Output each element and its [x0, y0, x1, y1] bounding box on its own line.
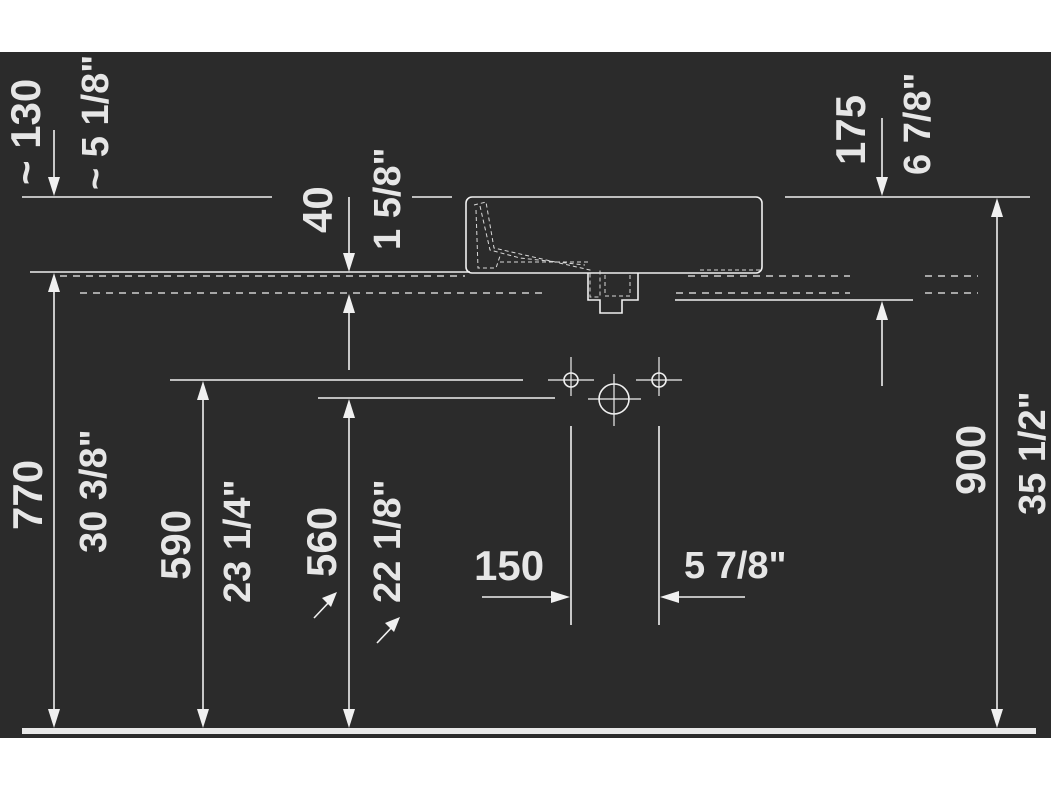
label-130-in: ~ 5 1/8" [75, 55, 117, 190]
washbasin-outline [465, 196, 763, 314]
label-770-in: 30 3/8" [73, 429, 115, 553]
dim-560-line [343, 399, 355, 728]
drawing-background [0, 52, 1051, 738]
label-150-in: 5 7/8" [684, 545, 787, 587]
label-900-in: 35 1/2" [1012, 391, 1051, 515]
dim-150-arrows [482, 591, 745, 603]
countertop-dashed-lines [30, 271, 978, 301]
pointer-arrows [313, 592, 400, 644]
tap-symbols [548, 357, 682, 426]
label-770-mm: 770 [4, 460, 51, 530]
floor-line [22, 728, 1036, 734]
label-900-mm: 900 [947, 425, 994, 495]
label-40-in: 1 5/8" [367, 147, 409, 250]
dim-130-line [48, 130, 60, 196]
label-175-mm: 175 [827, 95, 874, 165]
dim-40-line [343, 197, 355, 370]
label-175-in: 6 7/8" [897, 72, 939, 175]
dim-900-line [991, 198, 1003, 728]
dim-175-line [876, 118, 888, 386]
label-590-mm: 590 [152, 510, 199, 580]
label-560-in: 22 1/8" [367, 479, 409, 603]
label-560-mm: 560 [298, 507, 345, 577]
label-130-mm: ~ 130 [2, 79, 49, 185]
label-40-mm: 40 [294, 186, 341, 233]
label-150-mm: 150 [474, 542, 544, 589]
label-590-in: 23 1/4" [217, 479, 259, 603]
dim-590-line [197, 381, 209, 728]
dim-770-line [48, 273, 60, 728]
